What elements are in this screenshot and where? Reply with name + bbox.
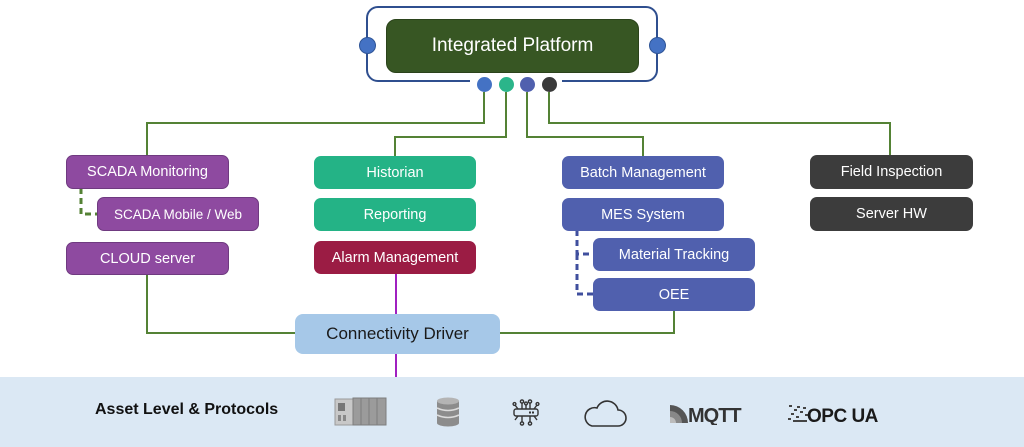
node-historian[interactable]: Historian (314, 156, 476, 189)
network-device-icon (512, 399, 540, 426)
node-connectivity-driver[interactable]: Connectivity Driver (295, 314, 500, 354)
wire-platform-to-historian (394, 92, 507, 157)
node-reporting[interactable]: Reporting (314, 198, 476, 231)
node-scada-mobile-web[interactable]: SCADA Mobile / Web (97, 197, 259, 231)
frame-gap (470, 76, 562, 86)
node-field-inspection[interactable]: Field Inspection (810, 155, 973, 189)
mqtt-logo: MQTT (670, 405, 742, 425)
node-label: MES System (601, 206, 685, 223)
platform-port-right[interactable] (649, 37, 666, 54)
asset-band-label: Asset Level & Protocols (95, 401, 279, 418)
wire-oee-to-driver (500, 310, 675, 334)
node-label: Reporting (363, 206, 427, 223)
node-label: SCADA Monitoring (87, 164, 208, 180)
node-label: CLOUD server (99, 250, 196, 267)
node-material-tracking[interactable]: Material Tracking (593, 238, 755, 271)
database-icon (436, 397, 460, 427)
wire-mes-to-oee (575, 254, 593, 296)
node-label: Historian (366, 164, 424, 181)
node-label: Field Inspection (840, 164, 943, 180)
wire-platform-to-field (548, 92, 891, 155)
connector-dot-scada[interactable] (477, 77, 492, 92)
wire-platform-to-scada (146, 92, 485, 155)
wire-scada-to-mobile (79, 188, 97, 216)
integrated-platform-node[interactable]: Integrated Platform (386, 19, 639, 73)
wire-cloud-to-driver (146, 274, 295, 334)
svg-text:OPC UA: OPC UA (807, 406, 879, 425)
node-label: Server HW (856, 206, 927, 222)
node-label: Material Tracking (618, 246, 730, 263)
connector-dot-field[interactable] (542, 77, 557, 92)
platform-port-left[interactable] (359, 37, 376, 54)
asset-level-band (0, 377, 1024, 447)
node-scada-monitoring[interactable]: SCADA Monitoring (66, 155, 229, 189)
cloud-icon (584, 400, 627, 427)
connector-dot-mes[interactable] (520, 77, 535, 92)
svg-text:MQTT: MQTT (688, 405, 741, 425)
node-batch-management[interactable]: Batch Management (562, 156, 724, 189)
platform-title: Integrated Platform (431, 35, 594, 56)
wire-platform-to-mes (526, 92, 644, 157)
plc-icon (334, 397, 387, 426)
opc-ua-logo: OPC UA (788, 405, 879, 425)
connector-dot-historian[interactable] (499, 77, 514, 92)
node-cloud-server[interactable]: CLOUD server (66, 242, 229, 275)
node-label: Alarm Management (331, 249, 459, 266)
node-alarm-management[interactable]: Alarm Management (314, 241, 476, 274)
wire-mes-to-material (575, 230, 593, 256)
node-oee[interactable]: OEE (593, 278, 755, 311)
node-label: SCADA Mobile / Web (113, 206, 243, 222)
node-server-hw[interactable]: Server HW (810, 197, 973, 231)
node-mes-system[interactable]: MES System (562, 198, 724, 231)
node-label: OEE (658, 286, 690, 303)
node-label: Batch Management (580, 164, 706, 181)
node-label: Connectivity Driver (326, 324, 469, 343)
